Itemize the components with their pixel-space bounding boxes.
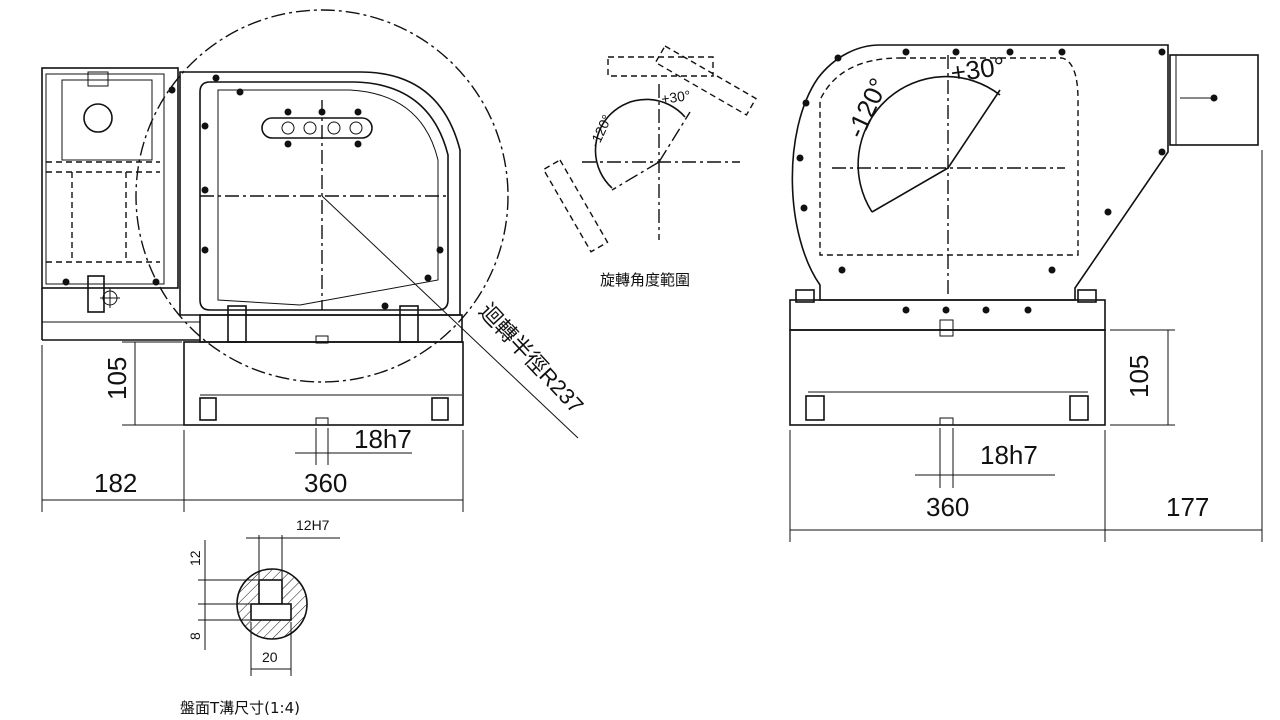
dim-8: 8 (187, 632, 203, 640)
t-slot-caption: 盤面T溝尺寸(1:4) (180, 699, 300, 717)
swing-radius-label: 迴轉半徑R237 (474, 298, 588, 418)
dim-20: 20 (262, 649, 278, 665)
right-view: -120° +30° 105 18h7 360 177 (789, 44, 1263, 542)
t-slot-detail: 12H7 12 8 20 盤面T溝尺寸(1:4) (180, 517, 340, 717)
bolt-holes-right (796, 48, 1166, 314)
rotary-table-body (179, 71, 461, 316)
rotation-range-diagram: -120° +30° 旋轉角度範圍 (542, 45, 757, 289)
port-icons (281, 121, 363, 135)
rotation-range-caption: 旋轉角度範圍 (600, 271, 690, 289)
right-angle-negative: -120° (840, 73, 894, 142)
rotation-angle-negative: -120° (586, 112, 615, 149)
right-angle-positive: +30° (949, 51, 1007, 88)
dimensions-right: 105 18h7 360 177 (789, 150, 1263, 542)
dim-width-182: 182 (94, 468, 137, 498)
right-dim-width-177: 177 (1166, 492, 1209, 522)
rotation-angle-positive: +30° (660, 87, 691, 107)
right-dim-width-360: 360 (926, 492, 969, 522)
base-right (789, 289, 1106, 426)
dim-width-360: 360 (304, 468, 347, 498)
motor-housing-right (1169, 54, 1259, 146)
dim-height-105: 105 (102, 357, 132, 400)
left-view: 105 182 360 18h7 迴轉半徑R237 (41, 9, 589, 512)
right-dim-slot-18h7: 18h7 (980, 440, 1038, 470)
right-dim-height-105: 105 (1124, 355, 1154, 398)
motor-housing (41, 67, 220, 313)
dim-12h7: 12H7 (296, 517, 330, 533)
dimensions-left: 105 182 360 18h7 迴轉半徑R237 (41, 195, 589, 512)
base (183, 305, 464, 426)
dim-slot-18h7: 18h7 (354, 424, 412, 454)
dim-12: 12 (187, 550, 203, 566)
swing-circle (135, 9, 509, 383)
